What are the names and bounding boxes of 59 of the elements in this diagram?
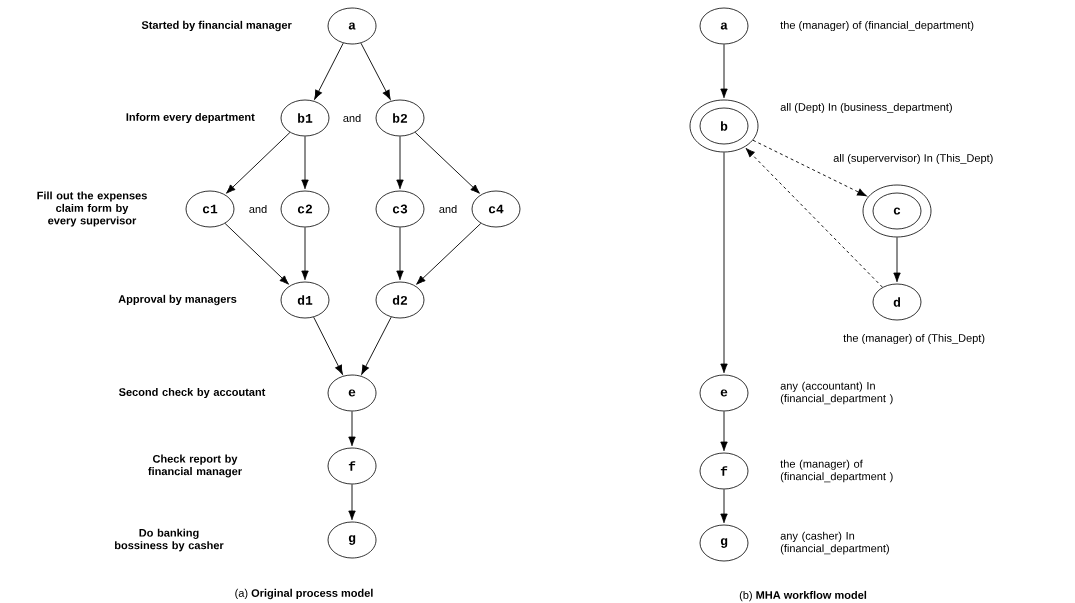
double-ellipse-node: c <box>862 184 932 238</box>
ellipse-node: g <box>327 521 377 559</box>
ellipse-node: c1 <box>185 190 235 228</box>
row-label: Started by financial manager <box>141 20 292 32</box>
ellipse-node: g <box>699 524 749 562</box>
role-annotation: the (manager) of (financial_department) <box>780 20 974 32</box>
arrow <box>720 151 728 374</box>
row-label: Fill out the expenses claim form by every supervisor <box>37 191 147 227</box>
arrow <box>745 148 883 288</box>
row-label: Approval by managers <box>118 294 237 306</box>
ellipse-node: d1 <box>280 281 330 319</box>
ellipse-node: c4 <box>471 190 521 228</box>
connector-word: and <box>439 204 457 214</box>
connector-word: and <box>343 113 361 123</box>
arrow <box>348 483 356 521</box>
ellipse-node: c3 <box>375 190 425 228</box>
ellipse-node: a <box>327 7 377 45</box>
ellipse-node: c2 <box>280 190 330 228</box>
connector-word: and <box>249 204 267 214</box>
role-annotation: all (Dept) In (business_department) <box>780 102 952 114</box>
ellipse-node: d2 <box>375 281 425 319</box>
ellipse-node: f <box>327 447 377 485</box>
arrow <box>226 132 291 194</box>
arrow <box>893 236 901 283</box>
arrow <box>416 222 482 285</box>
ellipse-node: e <box>699 374 749 412</box>
row-label: Second check by accoutant <box>118 387 266 399</box>
arrow <box>720 488 728 524</box>
arrow <box>396 135 404 190</box>
ellipse-node: d <box>872 283 922 321</box>
row-label: Inform every department <box>126 112 255 124</box>
arrow <box>348 410 356 447</box>
ellipse-node: f <box>699 452 749 490</box>
arrow <box>720 43 728 99</box>
arrow <box>314 42 344 100</box>
arrow <box>720 410 728 452</box>
arrow <box>313 316 343 375</box>
double-ellipse-node: b <box>689 99 759 153</box>
arrow <box>396 226 404 281</box>
ellipse-node: b2 <box>375 99 425 137</box>
arrow <box>752 139 867 197</box>
ellipse-node: e <box>327 374 377 412</box>
arrow <box>301 135 309 190</box>
subfigure-caption: (b) MHA workflow model <box>739 590 867 602</box>
ellipse-node: a <box>699 7 749 45</box>
arrow <box>360 42 391 100</box>
arrow <box>361 316 392 375</box>
arrow <box>301 226 309 281</box>
arrow <box>224 223 289 285</box>
ellipse-node: b1 <box>280 99 330 137</box>
row-label: Do banking bossiness by casher <box>115 528 224 552</box>
arrow <box>414 131 480 194</box>
subfigure-caption: (a) Original process model <box>235 588 373 600</box>
row-label: Check report by financial manager <box>148 454 242 478</box>
role-annotation: all (supervervisor) In (This_Dept) <box>833 153 993 165</box>
role-annotation: the (manager) of (financial_department ) <box>780 459 893 483</box>
role-annotation: the (manager) of (This_Dept) <box>843 333 985 345</box>
role-annotation: any (accountant) In (financial_department ) <box>780 381 893 405</box>
role-annotation: any (casher) In (financial_department) <box>780 531 889 555</box>
